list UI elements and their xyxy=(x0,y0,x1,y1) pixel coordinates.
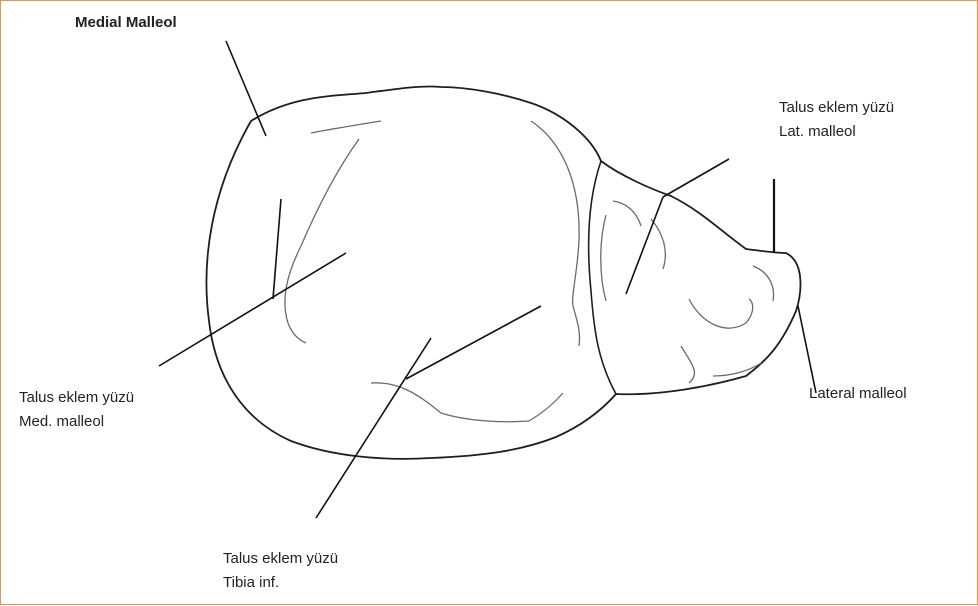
leader-med-surface xyxy=(159,253,346,366)
label-lateral-malleol-text: Lateral malleol xyxy=(809,382,907,406)
leader-medial-malleol xyxy=(226,41,266,136)
label-talus-surface-medial-malleol: Talus eklem yüzü Med. malleol xyxy=(19,386,134,434)
label-medial-malleol-text: Medial Malleol xyxy=(75,11,177,35)
tibia-outline xyxy=(206,86,800,458)
leader-tibia-surface-upper xyxy=(406,306,541,379)
leader-lateral-malleol xyxy=(798,306,816,393)
leader-lines xyxy=(159,41,816,518)
leader-lat-surface-upper xyxy=(663,159,729,197)
label-talus-surface-tibia-inf: Talus eklem yüzü Tibia inf. xyxy=(223,547,338,595)
label-talus-surface-lateral-malleol: Talus eklem yüzü Lat. malleol xyxy=(779,96,894,144)
label-line-2: Tibia inf. xyxy=(223,571,338,595)
label-line-2: Lat. malleol xyxy=(779,120,894,144)
leader-med-surface-tick xyxy=(273,199,281,299)
label-line-1: Talus eklem yüzü xyxy=(779,96,894,120)
label-line-2: Med. malleol xyxy=(19,410,134,434)
leader-lat-surface-lower xyxy=(626,197,663,294)
leader-tibia-surface-lower xyxy=(316,338,431,518)
label-medial-malleol: Medial Malleol xyxy=(75,11,177,35)
fibular-divider xyxy=(589,161,616,394)
label-line-1: Talus eklem yüzü xyxy=(19,386,134,410)
surface-contours xyxy=(285,121,774,422)
label-lateral-malleol: Lateral malleol xyxy=(809,382,907,406)
label-line-1: Talus eklem yüzü xyxy=(223,547,338,571)
